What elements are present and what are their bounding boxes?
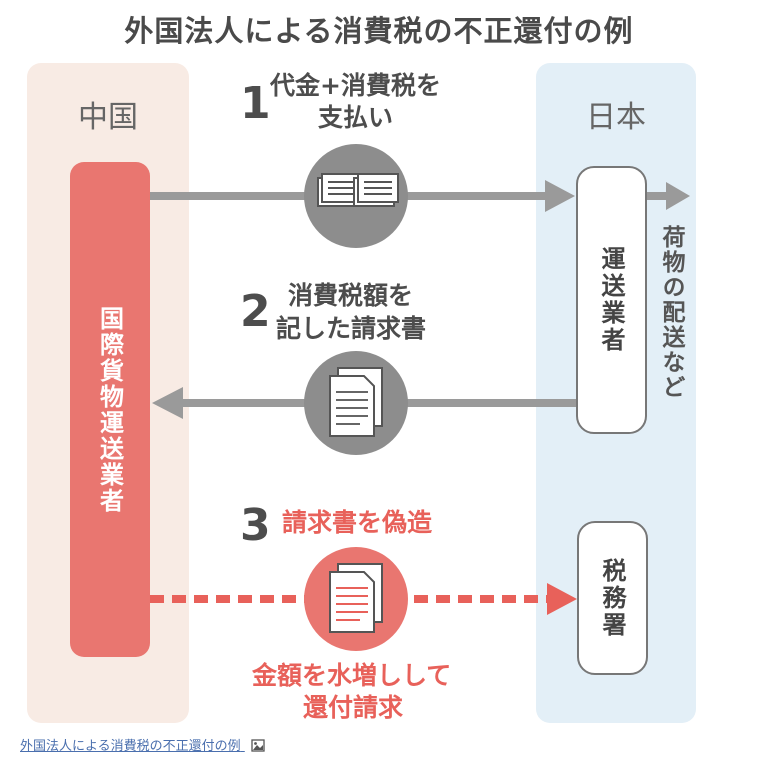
- step-1-line-1: 代金+消費税を: [270, 71, 441, 100]
- refund-claim-arrowhead: [547, 583, 577, 615]
- cargo-delivery-label: 荷物の配送など: [658, 225, 684, 400]
- step-3-number: 3: [240, 500, 271, 551]
- region-label-japan: 日本: [586, 100, 646, 135]
- region-label-china: 中国: [78, 100, 138, 135]
- step-1-number: 1: [240, 78, 271, 129]
- image-icon[interactable]: [251, 739, 265, 752]
- step-3-note-line-1: 金額を水増しして: [252, 661, 452, 690]
- caption-link[interactable]: 外国法人による消費税の不正還付の例: [20, 735, 265, 754]
- step-2-number: 2: [240, 286, 271, 337]
- step-3-line-1: 請求書を偽造: [282, 508, 433, 537]
- step-1-line-2: 支払い: [318, 103, 394, 132]
- money-bundle-icon: [317, 173, 399, 207]
- caption-text[interactable]: 外国法人による消費税の不正還付の例: [20, 739, 241, 754]
- invoice-arrowhead: [152, 387, 183, 419]
- forwarder-box: 国際貨物運送業者: [70, 162, 150, 657]
- forged-document-icon: [329, 563, 383, 633]
- payment-arrowhead: [545, 180, 575, 212]
- tax-office-box: 税務署: [577, 521, 648, 675]
- step-3-note-line-2: 還付請求: [303, 693, 404, 722]
- delivery-arrowhead: [666, 182, 690, 210]
- step-2-line-2: 記した請求書: [276, 314, 427, 343]
- page-title: 外国法人による消費税の不正還付の例: [124, 14, 634, 48]
- document-icon: [329, 367, 383, 437]
- carrier-box: 運送業者: [576, 166, 647, 434]
- step-2-line-1: 消費税額を: [288, 281, 414, 310]
